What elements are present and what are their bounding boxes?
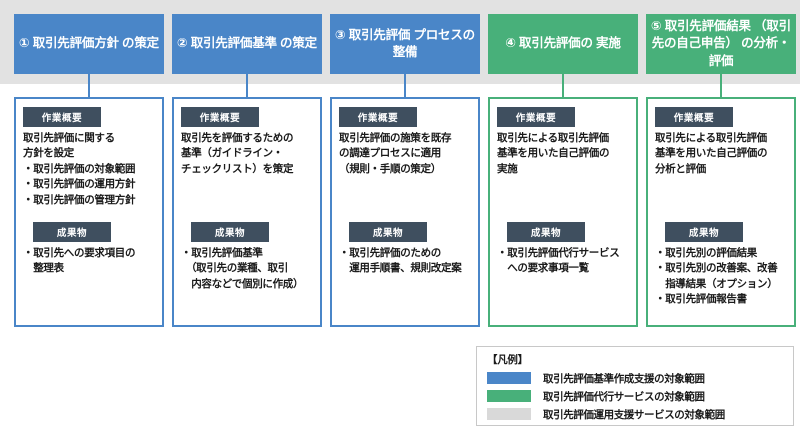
outcome-badge-5: 成果物: [665, 222, 743, 242]
overview-badge-3: 作業概要: [339, 107, 417, 127]
outcome-badge-1: 成果物: [33, 222, 111, 242]
phase-body-4: 作業概要 取引先による取引先評価 基準を用いた自己評価の 実施 成果物 ・取引先…: [488, 97, 638, 327]
phase-header-2[interactable]: ② 取引先評価基準 の策定: [172, 14, 322, 74]
phase-connector-1: [88, 74, 90, 98]
legend-swatch-blue: [487, 372, 531, 384]
phase-connector-2: [246, 74, 248, 98]
overview-text-4: 取引先による取引先評価 基準を用いた自己評価の 実施: [497, 131, 610, 175]
phase-body-3: 作業概要 取引先評価の施策を既存 の調達プロセスに適用 （規則・手順の策定） 成…: [330, 97, 480, 327]
overview-text-2: 取引先を評価するための 基準（ガイドライン・ チェックリスト）を策定: [181, 131, 294, 175]
outcome-text-3: ・取引先評価のための 運用手順書、規則改定案: [339, 246, 462, 275]
phase-body-1: 作業概要 取引先評価に関する 方針を設定 ・取引先評価の対象範囲 ・取引先評価の…: [14, 97, 164, 327]
overview-text-3: 取引先評価の施策を既存 の調達プロセスに適用 （規則・手順の策定）: [339, 131, 452, 175]
legend-label-grey: 取引先評価運用支援サービスの対象範囲: [543, 408, 725, 421]
overview-badge-5: 作業概要: [655, 107, 733, 127]
overview-badge-2: 作業概要: [181, 107, 259, 127]
phase-header-4[interactable]: ④ 取引先評価の 実施: [488, 14, 638, 74]
phase-body-2: 作業概要 取引先を評価するための 基準（ガイドライン・ チェックリスト）を策定 …: [172, 97, 322, 327]
legend-title: 【凡例】: [487, 354, 528, 366]
legend-box: 【凡例】 取引先評価基準作成支援の対象範囲 取引先評価代行サービスの対象範囲 取…: [476, 346, 794, 426]
outcome-text-5: ・取引先別の評価結果 ・取引先別の改善案、改善 指導結果（オプション） ・取引先…: [655, 246, 778, 306]
phase-header-3[interactable]: ③ 取引先評価 プロセスの整備: [330, 14, 480, 74]
phase-connector-5: [720, 74, 722, 98]
legend-swatch-grey: [487, 408, 531, 420]
legend-label-blue: 取引先評価基準作成支援の対象範囲: [543, 372, 705, 385]
phase-body-5: 作業概要 取引先による取引先評価 基準を用いた自己評価の 分析と評価 成果物 ・…: [646, 97, 796, 327]
legend-item-grey: 取引先評価運用支援サービスの対象範囲: [487, 405, 785, 423]
outcome-badge-3: 成果物: [349, 222, 427, 242]
overview-badge-1: 作業概要: [23, 107, 101, 127]
legend-item-blue: 取引先評価基準作成支援の対象範囲: [487, 369, 785, 387]
legend-label-green: 取引先評価代行サービスの対象範囲: [543, 390, 705, 403]
overview-text-5: 取引先による取引先評価 基準を用いた自己評価の 分析と評価: [655, 131, 768, 175]
overview-text-1: 取引先評価に関する 方針を設定 ・取引先評価の対象範囲 ・取引先評価の運用方針 …: [23, 131, 136, 206]
phase-connector-3: [404, 74, 406, 98]
legend-item-green: 取引先評価代行サービスの対象範囲: [487, 387, 785, 405]
phase-header-5[interactable]: ⑤ 取引先評価結果 （取引先の自己申告） の分析・評価: [646, 14, 796, 74]
outcome-text-2: ・取引先評価基準 （取引先の業種、取引 内容などで個別に作成）: [181, 246, 304, 290]
outcome-text-4: ・取引先評価代行サービス への要求事項一覧: [497, 246, 620, 275]
outcome-text-1: ・取引先への要求項目の 整理表: [23, 246, 136, 275]
phase-header-1[interactable]: ① 取引先評価方針 の策定: [14, 14, 164, 74]
legend-swatch-green: [487, 390, 531, 402]
phase-connector-4: [562, 74, 564, 98]
overview-badge-4: 作業概要: [497, 107, 575, 127]
outcome-badge-2: 成果物: [191, 222, 269, 242]
outcome-badge-4: 成果物: [507, 222, 585, 242]
